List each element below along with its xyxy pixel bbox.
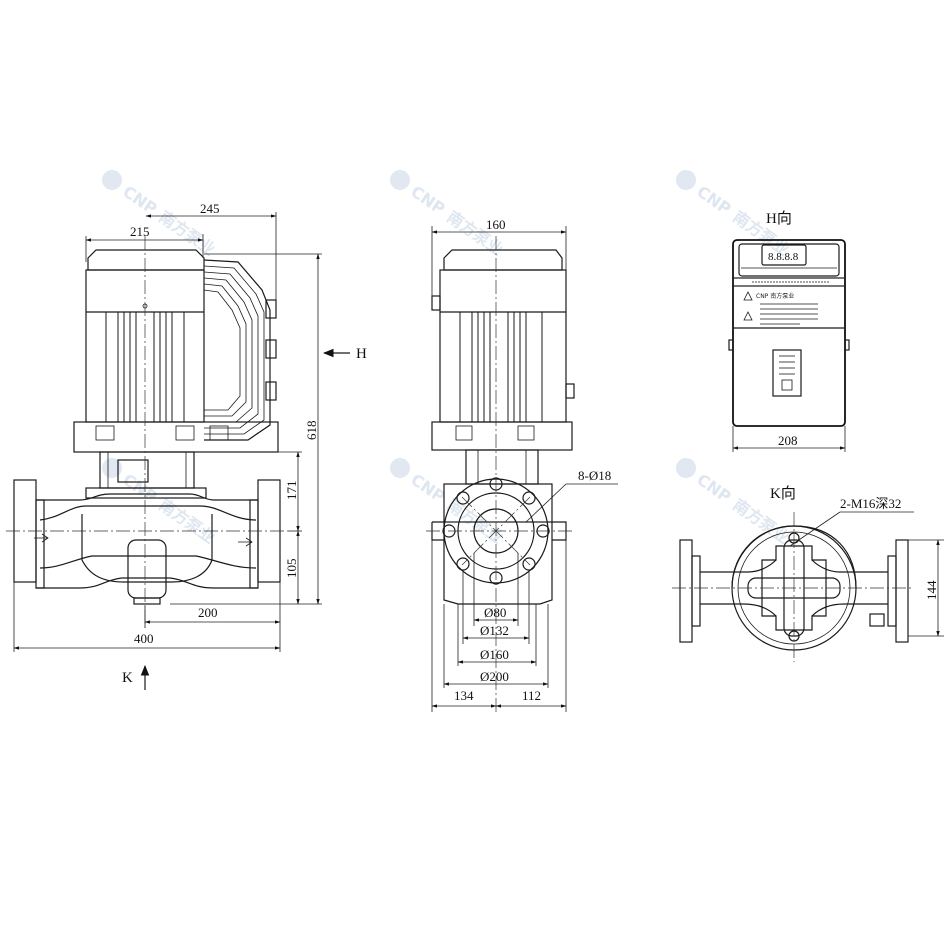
- phi200-label: Ø200: [480, 669, 509, 684]
- watermark-text: 南方泵业: [155, 495, 218, 547]
- dim-112-label: 112: [522, 688, 541, 703]
- dim-208-label: 208: [778, 433, 798, 448]
- h-view: H向 8.8.8.8 CNP 南方泵业 208: [728, 210, 850, 452]
- display-digits: 8.8.8.8: [768, 251, 799, 263]
- side-view: 245 215 618 171 105 200 400 H K: [6, 201, 367, 690]
- motor-fins: [105, 312, 185, 422]
- motor-fins: [459, 312, 543, 422]
- front-view: 160 8-Ø18 Ø80 Ø132 Ø160 Ø200 134 112: [426, 217, 618, 712]
- watermark-logo: CNP 南方泵业: [390, 170, 507, 259]
- tapped-holes-label: 2-M16深32: [840, 496, 901, 511]
- dim-618-label: 618: [304, 421, 319, 441]
- k-view-title: K向: [770, 485, 796, 502]
- watermark-text: CNP: [407, 470, 448, 507]
- dim-144-label: 144: [924, 580, 939, 600]
- watermark-group: CNP 南方泵业 CNP 南方泵业 CNP 南方泵业 CNP 南方泵业 CNP …: [102, 170, 793, 547]
- phi80-label: Ø80: [484, 605, 506, 620]
- terminal-box: [203, 259, 277, 441]
- dim-171-label: 171: [284, 481, 299, 501]
- panel-logo: CNP 南方泵业: [756, 292, 794, 300]
- watermark-text: 南方泵业: [729, 495, 792, 547]
- dim-400-label: 400: [134, 631, 154, 646]
- dim-200-label: 200: [198, 605, 218, 620]
- indicator-panel: [772, 349, 802, 397]
- watermark-text: CNP: [693, 470, 734, 507]
- dim-160-label: 160: [486, 217, 506, 232]
- digit-display: [761, 244, 807, 266]
- h-arrow-label: H: [356, 346, 367, 362]
- h-view-title: H向: [766, 210, 792, 227]
- phi132-label: Ø132: [480, 623, 509, 638]
- control-panel: [732, 239, 846, 427]
- dim-215-label: 215: [130, 224, 150, 239]
- bolt-pattern-label: 8-Ø18: [578, 468, 611, 483]
- dim-245-label: 245: [200, 201, 220, 216]
- phi160-label: Ø160: [480, 647, 509, 662]
- watermark-text: CNP: [693, 182, 734, 219]
- warning-lines: [760, 303, 818, 325]
- dim-134-label: 134: [454, 688, 474, 703]
- watermark-text: CNP: [119, 182, 160, 219]
- dim-105-label: 105: [284, 559, 299, 579]
- k-arrow-label: K: [122, 670, 133, 686]
- k-view: K向 2-M16深32 144: [672, 485, 944, 662]
- watermark-text: CNP: [407, 182, 448, 219]
- watermark-logo: CNP 南方泵业: [102, 458, 219, 547]
- watermark-text: 南方泵业: [443, 207, 506, 259]
- watermark-logo: CNP 南方泵业: [390, 458, 507, 547]
